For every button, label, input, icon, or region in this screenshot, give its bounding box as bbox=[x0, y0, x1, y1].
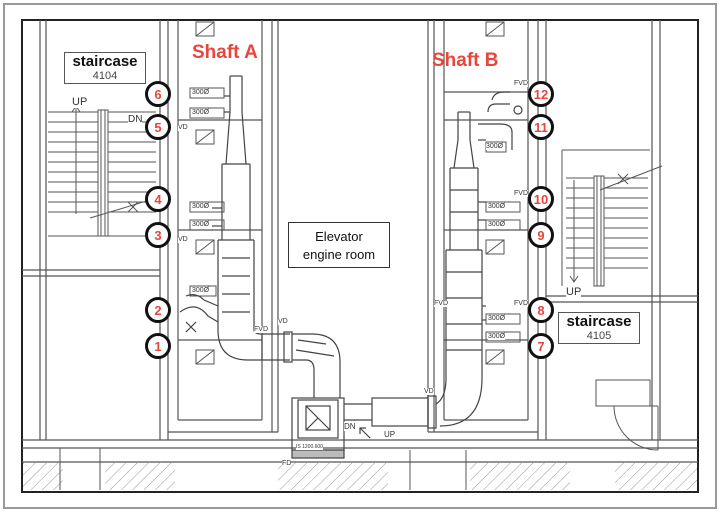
shaft-b-duct bbox=[435, 91, 523, 427]
vd-tag-3: VD bbox=[178, 236, 188, 243]
fd-tag: FD bbox=[282, 460, 292, 467]
fvd-tag-12: FVD bbox=[514, 80, 528, 87]
duct-size-10: 300Ø bbox=[488, 203, 506, 210]
staircase-left-name: staircase bbox=[72, 53, 138, 70]
up-label-bottom: UP bbox=[384, 430, 396, 439]
staircase-right-name: staircase bbox=[566, 313, 632, 330]
engine-room-line1: Elevator bbox=[315, 229, 363, 244]
staircase-right-label: staircase 4105 bbox=[558, 312, 640, 344]
vd-tag-b: VD bbox=[424, 388, 434, 395]
wall-hatching bbox=[23, 462, 697, 490]
marker-7: 7 bbox=[528, 333, 554, 359]
engine-room-line2: engine room bbox=[302, 247, 376, 262]
unit-code-label: IS 1200.600 bbox=[296, 444, 323, 450]
dn-label-left: DN bbox=[128, 114, 143, 125]
staircase-right-steps bbox=[561, 149, 663, 287]
duct-size-9: 300Ø bbox=[488, 221, 506, 228]
marker-6: 6 bbox=[145, 81, 171, 107]
marker-8: 8 bbox=[528, 297, 554, 323]
dn-label-bottom: DN bbox=[344, 422, 356, 431]
duct-size-7: 300Ø bbox=[488, 333, 506, 340]
duct-size-8: 300Ø bbox=[488, 315, 506, 322]
up-label-left: UP bbox=[72, 96, 88, 108]
marker-11: 11 bbox=[528, 114, 554, 140]
staircase-left-label: staircase 4104 bbox=[64, 52, 146, 84]
marker-1: 1 bbox=[145, 333, 171, 359]
vd-tag-5: VD bbox=[178, 124, 188, 131]
engine-room-duct bbox=[291, 333, 437, 459]
duct-size-4: 300Ø bbox=[192, 203, 210, 210]
marker-5: 5 bbox=[145, 114, 171, 140]
marker-10: 10 bbox=[528, 186, 554, 212]
marker-9: 9 bbox=[528, 222, 554, 248]
staircase-left-number: 4104 bbox=[92, 70, 118, 82]
shaft-b-title: Shaft B bbox=[432, 50, 499, 71]
inner-frame bbox=[21, 19, 699, 493]
staircase-right-number: 4105 bbox=[586, 330, 612, 342]
fvd-tag-a: FVD bbox=[254, 326, 268, 333]
marker-3: 3 bbox=[145, 222, 171, 248]
fvd-tag-10: FVD bbox=[514, 190, 528, 197]
staircase-left-steps bbox=[48, 105, 156, 237]
duct-size-5: 300Ø bbox=[192, 109, 210, 116]
up-label-right: UP bbox=[566, 286, 582, 298]
fvd-tag-b: FVD bbox=[434, 300, 448, 307]
outer-frame bbox=[3, 3, 717, 509]
shaft-a-duct bbox=[179, 75, 293, 363]
shaft-a-title: Shaft A bbox=[192, 42, 258, 63]
duct-size-6: 300Ø bbox=[192, 89, 210, 96]
marker-12: 12 bbox=[528, 81, 554, 107]
marker-4: 4 bbox=[145, 186, 171, 212]
vd-tag-a: VD bbox=[278, 318, 288, 325]
elevator-engine-room-label: Elevator engine room bbox=[288, 222, 390, 268]
shaft-a-dampers bbox=[189, 21, 225, 365]
doors bbox=[59, 379, 659, 490]
fvd-tag-8: FVD bbox=[514, 300, 528, 307]
duct-size-3: 300Ø bbox=[192, 221, 210, 228]
duct-size-11: 300Ø bbox=[486, 143, 504, 150]
marker-2: 2 bbox=[145, 297, 171, 323]
duct-size-2: 300Ø bbox=[192, 287, 210, 294]
